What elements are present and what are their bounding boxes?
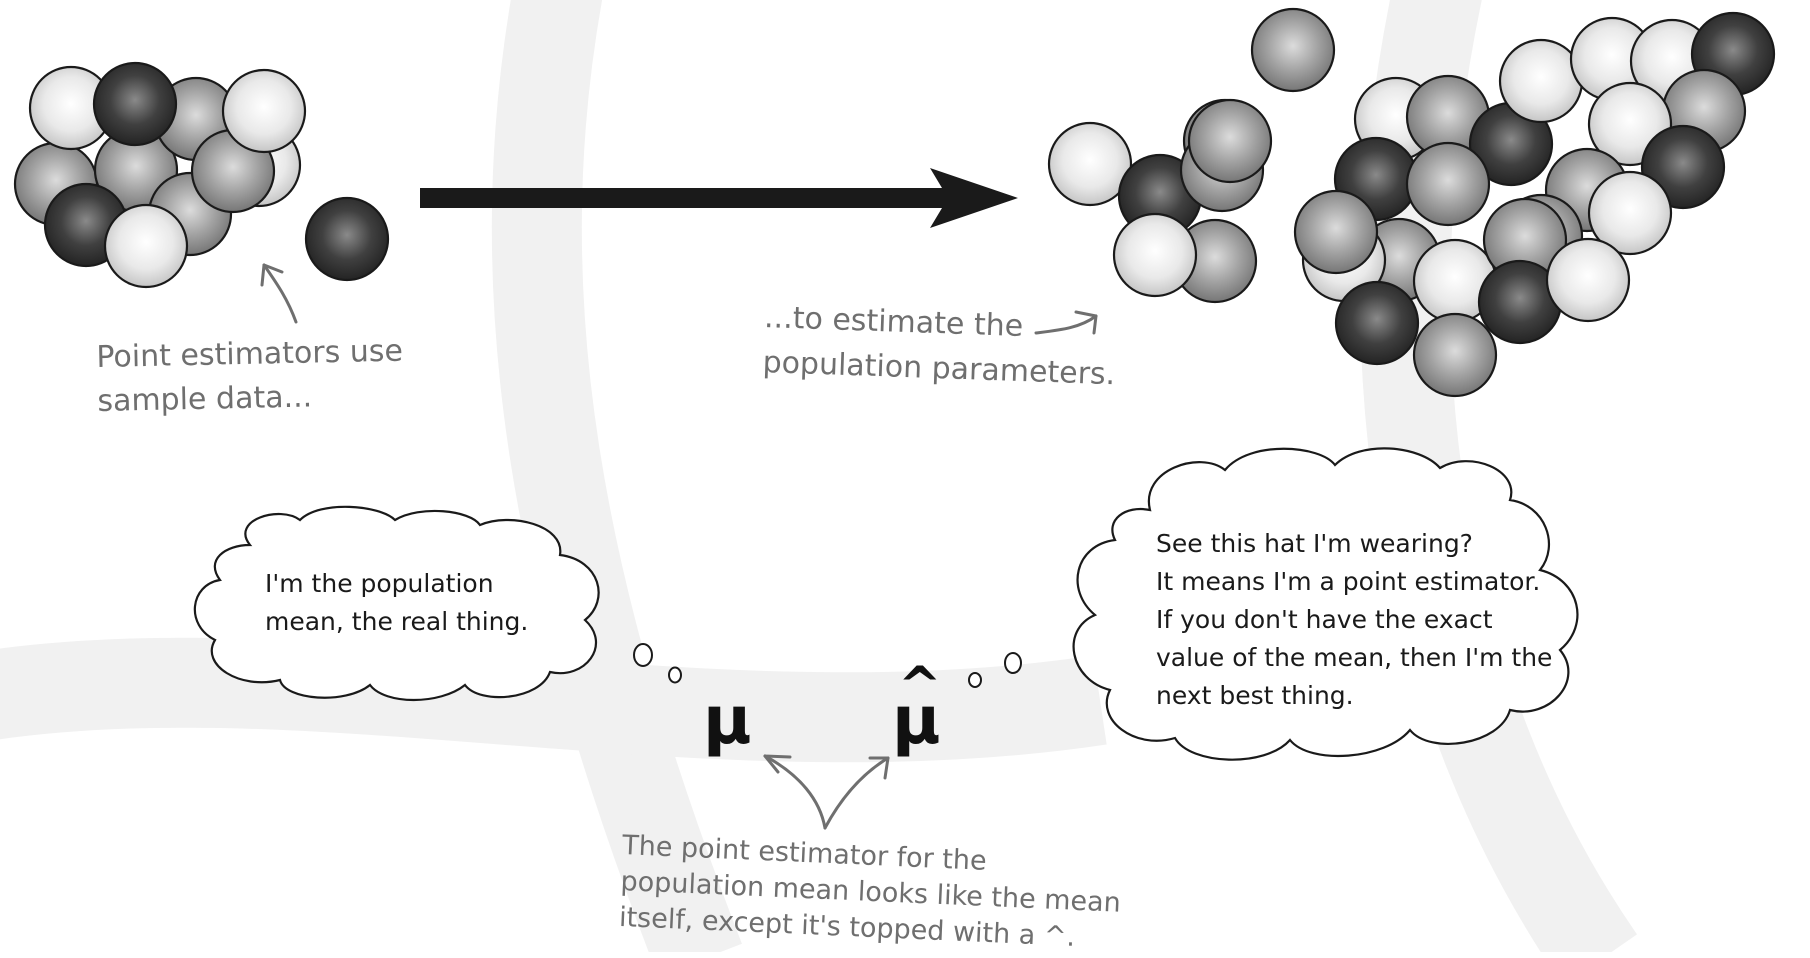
mu-bubble-line-1: I'm the population [265,569,494,598]
gray-ball [1250,7,1336,93]
light-ball [1587,170,1673,256]
muhat-bubble-text: See this hat I'm wearing? It means I'm a… [1156,525,1552,715]
symbol-pointer-arrows [763,754,890,830]
light-ball [1112,212,1198,298]
gray-ball [1412,312,1498,398]
gray-ball [1405,141,1491,227]
muhat-bubble-line-2: It means I'm a point estimator. [1156,567,1541,596]
muhat-bubble-line-4: value of the mean, then I'm the [1156,643,1553,672]
sample-caption-line-2: sample data... [97,379,313,419]
dark-ball [1334,280,1420,366]
muhat-bubble-line-1: See this hat I'm wearing? [1156,529,1473,558]
muhat-bubble-line-5: next best thing. [1156,681,1354,710]
muhat-bubble-line-3: If you don't have the exact [1156,605,1493,634]
light-ball [1498,38,1584,124]
light-ball [1047,121,1133,207]
mu-thought-dots [633,643,682,684]
estimate-arrow [420,168,1018,228]
muhat-thought-dots [968,652,1022,688]
mu-bubble-line-2: mean, the real thing. [265,607,529,636]
gray-ball [1187,98,1273,184]
dark-ball [304,196,390,282]
gray-ball [1293,189,1379,275]
mu-thought-bubble [193,505,600,701]
light-ball [103,203,189,289]
population-pointer-arrow [1034,310,1098,335]
mu-hat-symbol: μ [892,682,941,759]
population-ball-cluster [1047,7,1776,398]
mu-symbol: μ [703,682,752,759]
bottom-caption: The point estimator for the population m… [618,828,1123,958]
dark-ball [92,61,178,147]
light-ball [1545,237,1631,323]
sample-caption: Point estimators use sample data... [96,330,404,424]
sample-caption-line-1: Point estimators use [96,333,404,375]
hat-symbol: ^ [898,656,942,716]
sample-pointer-arrow [260,263,298,324]
muhat-thought-bubble [1072,447,1579,761]
mu-bubble-text: I'm the population mean, the real thing. [265,565,528,641]
light-ball [221,68,307,154]
population-caption: ...to estimate the population parameters… [762,295,1118,397]
sample-ball-cluster [13,61,390,289]
